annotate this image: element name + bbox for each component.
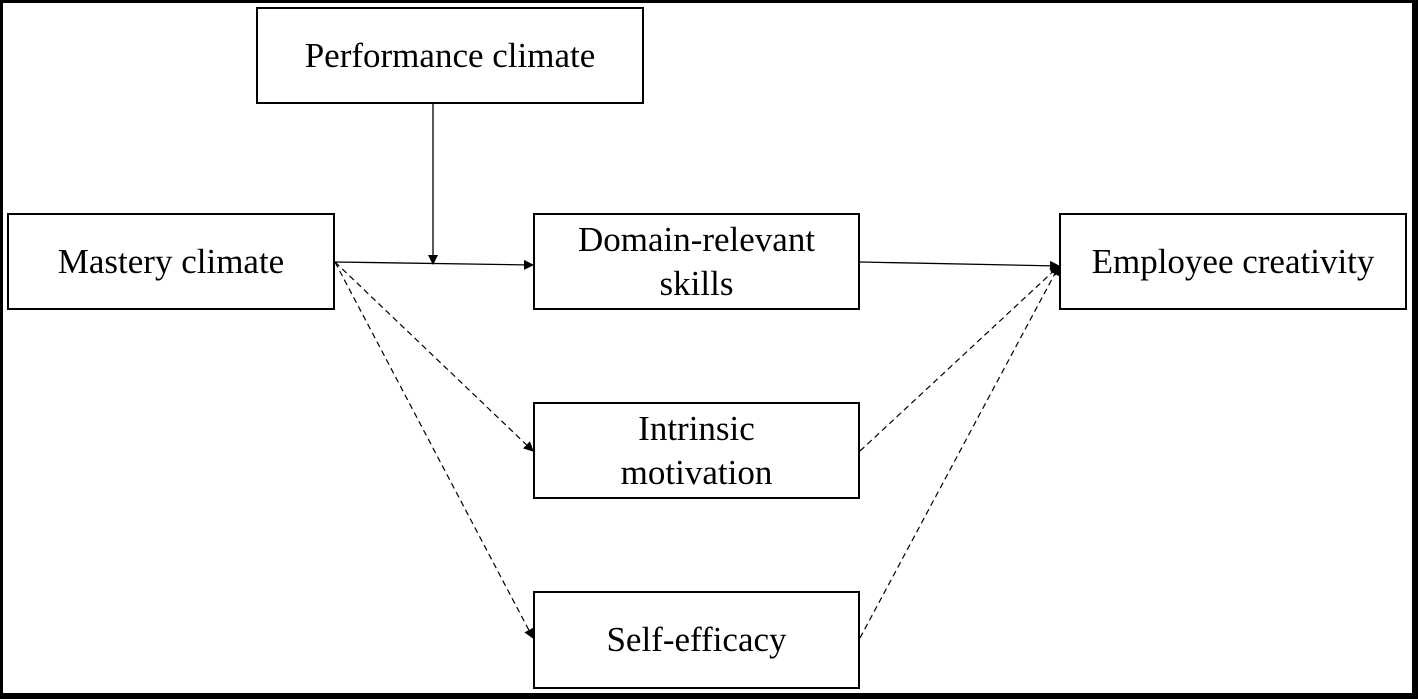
node-label: Mastery climate <box>57 241 285 281</box>
edge-mastery-to-skills <box>334 259 534 270</box>
edge-mastery-to-selfefficacy <box>334 261 534 639</box>
node-label: Self-efficacy <box>606 620 787 660</box>
edge-selfefficacy-to-creativity <box>859 265 1060 639</box>
node-domain-relevant-skills: Domain-relevant skills <box>533 213 860 310</box>
edge-mastery-to-motivation <box>334 261 534 452</box>
node-mastery-climate: Mastery climate <box>7 213 335 310</box>
edge-motivation-to-creativity <box>859 265 1060 452</box>
node-self-efficacy: Self-efficacy <box>533 591 860 689</box>
node-label: Performance climate <box>304 35 596 75</box>
node-label-line2: motivation <box>620 452 773 492</box>
node-label: Employee creativity <box>1091 241 1375 281</box>
node-label-line2: skills <box>659 263 734 303</box>
edge-skills-to-creativity <box>859 260 1060 271</box>
node-intrinsic-motivation: Intrinsic motivation <box>533 402 860 499</box>
node-label-line1: Domain-relevant <box>577 219 816 259</box>
node-performance-climate: Performance climate <box>256 7 644 104</box>
node-employee-creativity: Employee creativity <box>1059 213 1407 310</box>
node-label-line1: Intrinsic <box>638 408 755 448</box>
